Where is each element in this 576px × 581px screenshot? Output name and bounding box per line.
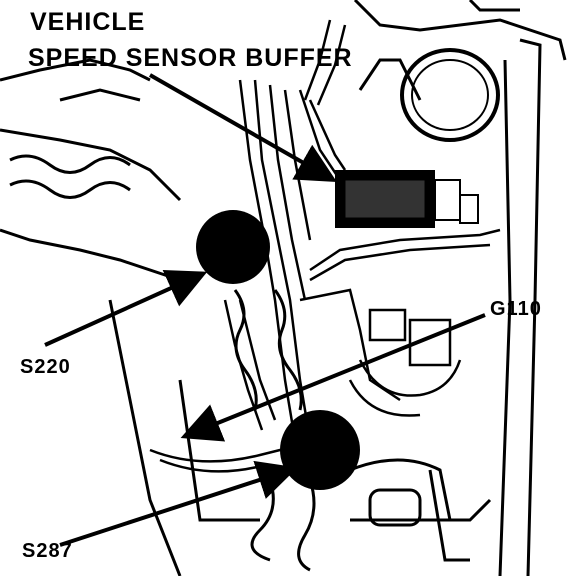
body-panel-outline bbox=[0, 0, 567, 577]
arrow-to-buffer bbox=[149, 73, 337, 182]
splice-s220-marker bbox=[196, 210, 270, 284]
arrow-to-s220 bbox=[44, 269, 208, 347]
arrow-to-g110 bbox=[180, 313, 486, 442]
panel-cutout bbox=[400, 48, 500, 142]
label-s287: S287 bbox=[22, 540, 73, 562]
leader-arrows bbox=[44, 73, 486, 547]
title-vehicle: VEHICLE bbox=[30, 8, 146, 36]
title-speed-sensor-buffer: SPEED SENSOR BUFFER bbox=[28, 44, 353, 72]
label-s220: S220 bbox=[20, 356, 71, 378]
lower-bracket bbox=[349, 458, 470, 562]
arrow-to-s287 bbox=[59, 460, 298, 547]
wiring-harness bbox=[223, 19, 501, 441]
label-g110: G110 bbox=[490, 298, 542, 320]
speed-sensor-buffer-module bbox=[335, 170, 479, 228]
splice-s287-marker bbox=[280, 410, 360, 490]
